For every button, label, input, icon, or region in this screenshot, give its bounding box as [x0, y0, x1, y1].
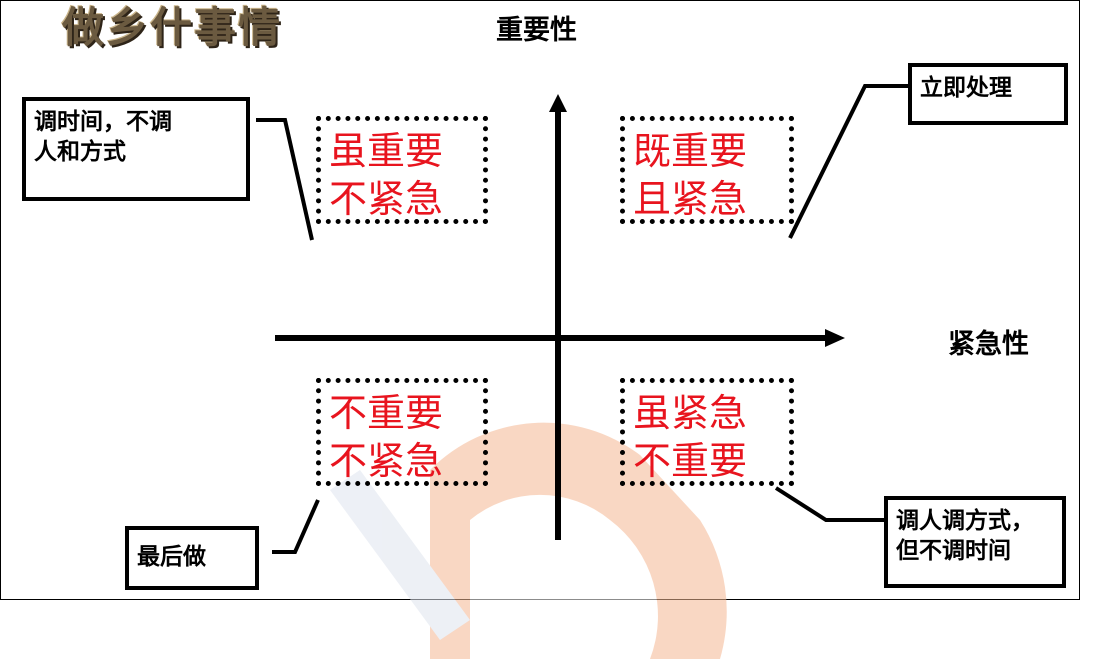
header-title-fragment: 做乡什事情: [62, 3, 283, 52]
quadrant-top-right: 既重要 且紧急: [620, 116, 794, 224]
y-axis-arrowhead: [549, 94, 567, 112]
note-top-right-line1: 立即处理: [920, 75, 1012, 101]
quadrant-bottom-left-line2: 不紧急: [329, 439, 444, 483]
note-top-right: 立即处理: [908, 63, 1068, 125]
note-bottom-left: 最后做: [125, 526, 259, 590]
x-axis-label: 紧急性: [948, 329, 1029, 360]
note-bottom-right: 调人调方式， 但不调时间: [884, 496, 1066, 588]
quadrant-bottom-right: 虽紧急 不重要: [620, 378, 794, 486]
quadrant-top-left-line2: 不紧急: [329, 177, 444, 221]
note-top-left-line1: 调时间，不调: [34, 109, 172, 135]
note-bottom-left-line1: 最后做: [137, 544, 206, 570]
note-top-left: 调时间，不调 人和方式: [22, 97, 250, 201]
connector-bottom-right: [774, 486, 885, 522]
quadrant-bottom-right-line2: 不重要: [633, 439, 748, 483]
quadrant-top-right-line1: 既重要: [633, 129, 748, 173]
quadrant-bottom-left: 不重要 不紧急: [316, 378, 488, 486]
quadrant-top-right-line2: 且紧急: [633, 177, 748, 221]
connector-top-right: [788, 84, 910, 239]
note-bottom-right-line1: 调人调方式，: [896, 508, 1034, 534]
x-axis-arrowhead: [825, 329, 845, 347]
quadrant-top-left: 虽重要 不紧急: [316, 116, 488, 224]
connector-bottom-left: [272, 499, 320, 554]
note-bottom-right-line2: 但不调时间: [896, 538, 1011, 564]
quadrant-bottom-right-line1: 虽紧急: [633, 391, 748, 435]
quadrant-top-left-line1: 虽重要: [329, 129, 444, 173]
quadrant-bottom-left-line1: 不重要: [329, 391, 444, 435]
note-top-left-line2: 人和方式: [34, 139, 126, 165]
connector-top-left: [256, 118, 314, 241]
y-axis-label: 重要性: [496, 15, 577, 46]
